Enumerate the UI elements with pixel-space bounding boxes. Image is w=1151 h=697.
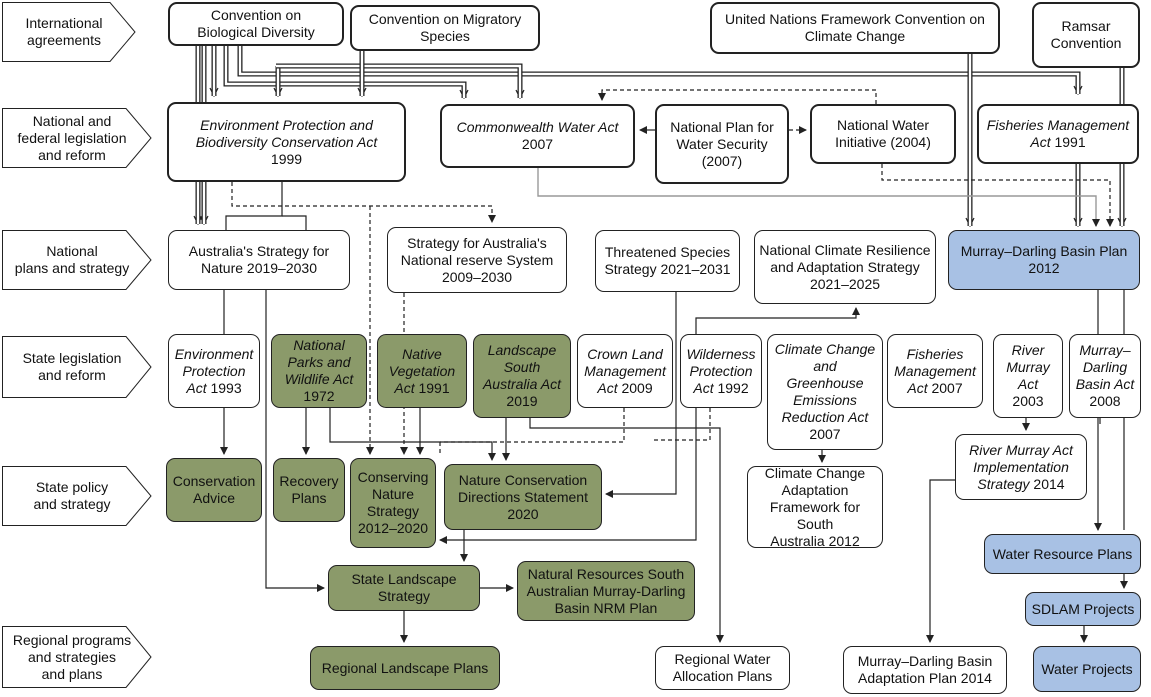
- level-national-plans: National plans and strategy: [2, 230, 152, 290]
- connector-epbc-snrs: [231, 182, 496, 223]
- connector-nwi-mdbp: [881, 164, 1114, 227]
- node-landscape-sa-act[interactable]: Landscape South Australia Act 2019: [473, 334, 571, 418]
- node-wilderness-protection-act[interactable]: Wilderness Protection Act 1992: [680, 334, 762, 408]
- node-climate-change-greenhouse-act[interactable]: Climate Change and Greenhouse Emissions …: [767, 334, 883, 450]
- connector-cms-cwa: [276, 63, 520, 98]
- connector-cbd-cwa-inner: [224, 46, 466, 98]
- node-commonwealth-water-act[interactable]: Commonwealth Water Act 2007: [440, 104, 635, 168]
- connector-epbc-asn: [225, 182, 283, 230]
- node-convention-migratory-species[interactable]: Convention on Migratory Species: [350, 5, 540, 51]
- node-recovery-plans[interactable]: Recovery Plans: [273, 458, 345, 522]
- node-natural-resources-sa-mdb-nrm-plan[interactable]: Natural Resources South Australian Murra…: [517, 561, 695, 621]
- connector-rmais-mdbap: [926, 479, 955, 643]
- node-national-water-initiative[interactable]: National Water Initiative (2004): [810, 104, 956, 164]
- connector-cms-cwa-inner: [276, 64, 522, 98]
- node-national-climate-resilience-strategy[interactable]: National Climate Resilience and Adaptati…: [754, 230, 936, 304]
- level-label: State policy and strategy: [33, 479, 111, 512]
- node-murray-darling-basin-act[interactable]: Murray– Darling Basin Act 2008: [1069, 334, 1141, 418]
- node-threatened-species-strategy[interactable]: Threatened Species Strategy 2021–2031: [595, 230, 740, 292]
- node-national-reserve-system-strategy[interactable]: Strategy for Australia's National reserv…: [387, 227, 567, 293]
- node-national-parks-wildlife-act[interactable]: National Parks and Wildlife Act 1972: [271, 334, 367, 408]
- node-river-murray-act[interactable]: River Murray Act 2003: [993, 334, 1063, 418]
- level-label: Regional programs and strategies and pla…: [12, 631, 132, 682]
- node-fisheries-management-act-1991[interactable]: Fisheries Management Act 1991: [977, 104, 1139, 164]
- level-national-legislation: National and federal legislation and ref…: [2, 108, 152, 168]
- node-crown-land-management-act[interactable]: Crown Land Management Act 2009: [577, 334, 673, 408]
- node-mdb-adaptation-plan[interactable]: Murray–Darling Basin Adaptation Plan 201…: [843, 646, 1007, 694]
- node-convention-biological-diversity[interactable]: Convention on Biological Diversity: [168, 2, 344, 46]
- node-sdlam-projects[interactable]: SDLAM Projects: [1025, 592, 1141, 626]
- node-conservation-advice[interactable]: Conservation Advice: [166, 458, 262, 522]
- node-native-vegetation-act[interactable]: Native Vegetation Act 1991: [377, 334, 467, 408]
- node-fisheries-management-act-2007[interactable]: Fisheries Management Act 2007: [887, 334, 983, 408]
- connector-wpa-dash: [652, 408, 711, 441]
- level-label: International agreements: [25, 15, 103, 48]
- level-state-policy: State policy and strategy: [2, 466, 152, 526]
- connector-cbd-cwa: [223, 46, 464, 98]
- level-international: International agreements: [2, 2, 136, 62]
- node-climate-change-adaptation-framework[interactable]: Climate Change Adaptation Framework for …: [747, 465, 883, 549]
- node-regional-landscape-plans[interactable]: Regional Landscape Plans: [310, 646, 500, 690]
- connector-epbc-asn-b: [282, 215, 307, 230]
- level-label: National and federal legislation and ref…: [17, 112, 127, 163]
- node-state-landscape-strategy[interactable]: State Landscape Strategy: [328, 565, 480, 611]
- node-unfccc[interactable]: United Nations Framework Convention on C…: [710, 2, 1000, 54]
- level-label: National plans and strategy: [14, 243, 130, 276]
- node-river-murray-act-implementation-strategy[interactable]: River Murray Act Implementation Strategy…: [955, 434, 1087, 500]
- level-label: State legislation and reform: [22, 350, 122, 383]
- connector-nwi-cwa: [598, 89, 877, 104]
- node-australias-strategy-for-nature[interactable]: Australia's Strategy for Nature 2019–203…: [168, 230, 350, 290]
- node-murray-darling-basin-plan[interactable]: Murray–Darling Basin Plan 2012: [948, 230, 1140, 290]
- connector-npwa-ncds: [329, 408, 496, 461]
- node-nature-conservation-directions-statement[interactable]: Nature Conservation Directions Statement…: [444, 464, 602, 530]
- node-ramsar-convention[interactable]: Ramsar Convention: [1032, 2, 1140, 68]
- level-regional: Regional programs and strategies and pla…: [2, 626, 152, 688]
- connector-wpa-ncras: [695, 307, 860, 334]
- node-national-plan-water-security[interactable]: National Plan for Water Security (2007): [655, 104, 789, 184]
- node-regional-water-allocation-plans[interactable]: Regional Water Allocation Plans: [655, 646, 790, 690]
- connector-cwa-mdbp: [537, 168, 1100, 227]
- level-state-legislation: State legislation and reform: [2, 336, 152, 398]
- node-water-resource-plans[interactable]: Water Resource Plans: [984, 534, 1141, 574]
- node-conserving-nature-strategy[interactable]: Conserving Nature Strategy 2012–2020: [350, 458, 436, 548]
- node-environment-protection-act[interactable]: Environment Protection Act 1993: [168, 334, 260, 408]
- node-water-projects[interactable]: Water Projects: [1033, 646, 1141, 692]
- node-epbc-act[interactable]: Environment Protection and Biodiversity …: [167, 102, 406, 182]
